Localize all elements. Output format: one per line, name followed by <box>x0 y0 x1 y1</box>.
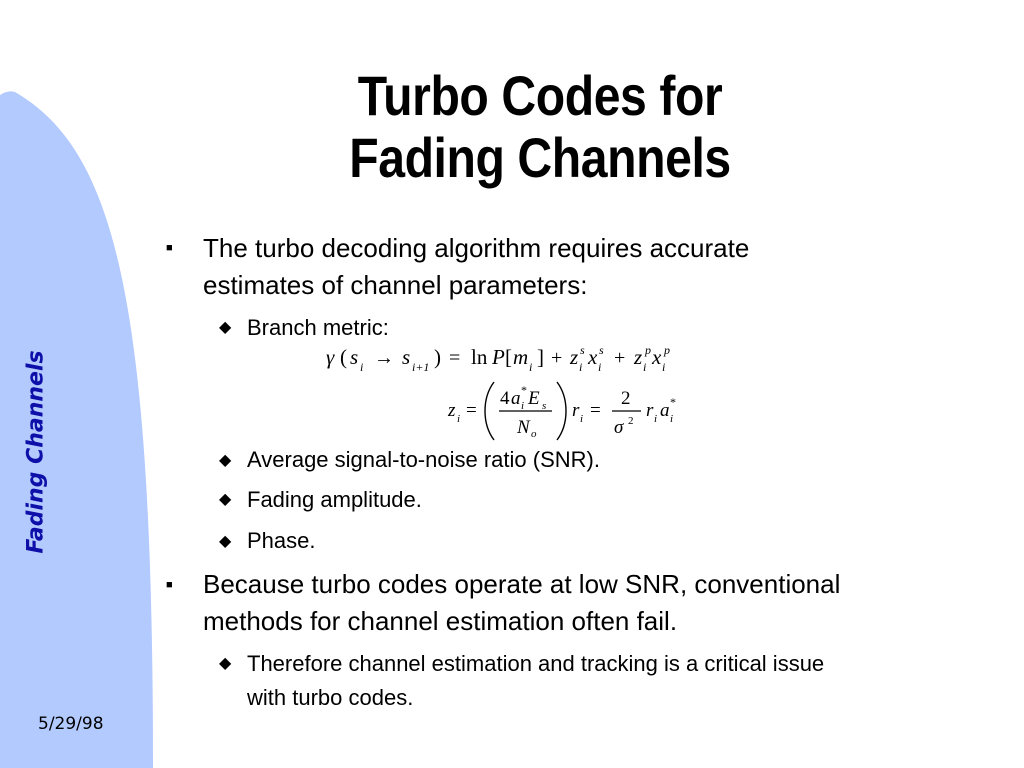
sidebar-shape <box>0 91 153 768</box>
svg-text:p: p <box>644 343 651 357</box>
diamond-bullet-icon: ◆ <box>219 655 232 672</box>
svg-text:N: N <box>516 417 531 438</box>
branch-metric-equation: γ ( s i → s i+1 ) = ln P [ m i ] + z s i… <box>324 342 734 378</box>
bullet-1-line-1: The turbo decoding algorithm requires ac… <box>203 233 750 263</box>
svg-text:]: ] <box>537 345 544 369</box>
bullet-1-line-2: estimates of channel parameters: <box>203 270 588 300</box>
svg-text:x: x <box>651 345 662 369</box>
square-bullet-icon: ■ <box>166 579 173 591</box>
svg-text:=: = <box>466 400 477 421</box>
svg-text:+: + <box>614 347 625 369</box>
sub-bullet-branch-metric: Branch metric: <box>247 315 389 340</box>
svg-text:s: s <box>580 343 585 357</box>
svg-text:i: i <box>670 413 673 425</box>
svg-text:*: * <box>521 383 527 397</box>
svg-text:a: a <box>660 400 670 421</box>
sub-bullet-therefore-line-2: with turbo codes. <box>247 685 414 710</box>
svg-text:E: E <box>527 388 540 409</box>
svg-text:σ: σ <box>614 417 624 438</box>
sub-bullet-snr: Average signal-to-noise ratio (SNR). <box>247 447 600 472</box>
slide-title-line2: Fading Channels <box>349 126 731 189</box>
svg-text:ln: ln <box>471 345 488 369</box>
bullet-2-line-2: methods for channel estimation often fai… <box>203 606 678 636</box>
svg-text:i: i <box>521 400 524 412</box>
z-definition-equation: z i = 4 a * i E s N o r i = 2 σ 2 r i a … <box>446 378 696 444</box>
svg-text:i: i <box>654 413 657 425</box>
svg-text:4: 4 <box>500 388 510 409</box>
slide-title-line1: Turbo Codes for <box>357 64 723 127</box>
svg-text:z: z <box>447 400 456 421</box>
svg-text:s: s <box>542 400 546 412</box>
svg-text:2: 2 <box>621 388 631 409</box>
svg-text:[: [ <box>505 345 512 369</box>
sidebar-decoration <box>0 0 160 768</box>
svg-text:γ: γ <box>326 345 335 369</box>
svg-text:i: i <box>529 360 532 374</box>
svg-text:*: * <box>670 395 676 409</box>
svg-text:→: → <box>374 347 394 369</box>
svg-text:r: r <box>646 400 654 421</box>
svg-text:+: + <box>551 347 562 369</box>
svg-text:i: i <box>457 413 460 425</box>
svg-text:i: i <box>643 360 646 374</box>
svg-text:a: a <box>511 388 521 409</box>
svg-text:o: o <box>531 428 537 440</box>
svg-text:i+1: i+1 <box>412 360 429 374</box>
square-bullet-icon: ■ <box>166 242 173 254</box>
svg-text:=: = <box>449 347 460 369</box>
diamond-bullet-icon: ◆ <box>219 491 232 508</box>
svg-text:(: ( <box>340 345 347 369</box>
svg-text:2: 2 <box>628 415 634 427</box>
svg-text:i: i <box>580 413 583 425</box>
svg-text:i: i <box>662 360 665 374</box>
sub-bullet-phase: Phase. <box>247 528 316 553</box>
svg-text:s: s <box>599 343 604 357</box>
diamond-bullet-icon: ◆ <box>219 319 232 336</box>
svg-text:): ) <box>434 345 441 369</box>
svg-text:z: z <box>633 345 642 369</box>
sub-bullet-therefore-line-1: Therefore channel estimation and trackin… <box>247 651 825 676</box>
svg-text:=: = <box>590 400 601 421</box>
svg-text:p: p <box>663 343 670 357</box>
svg-text:i: i <box>579 360 582 374</box>
bullet-2-line-1: Because turbo codes operate at low SNR, … <box>203 569 841 599</box>
sub-bullet-fading-amplitude: Fading amplitude. <box>247 487 422 512</box>
svg-text:i: i <box>598 360 601 374</box>
svg-text:i: i <box>360 360 363 374</box>
diamond-bullet-icon: ◆ <box>219 533 232 550</box>
slide-date: 5/29/98 <box>38 714 104 734</box>
diamond-bullet-icon: ◆ <box>219 452 232 469</box>
svg-text:z: z <box>569 345 578 369</box>
svg-text:r: r <box>572 400 580 421</box>
svg-text:P: P <box>491 345 505 369</box>
svg-text:x: x <box>587 345 598 369</box>
side-title: Fading Channels <box>23 350 49 554</box>
svg-text:m: m <box>513 345 528 369</box>
svg-text:s: s <box>350 345 358 369</box>
svg-text:s: s <box>402 345 410 369</box>
